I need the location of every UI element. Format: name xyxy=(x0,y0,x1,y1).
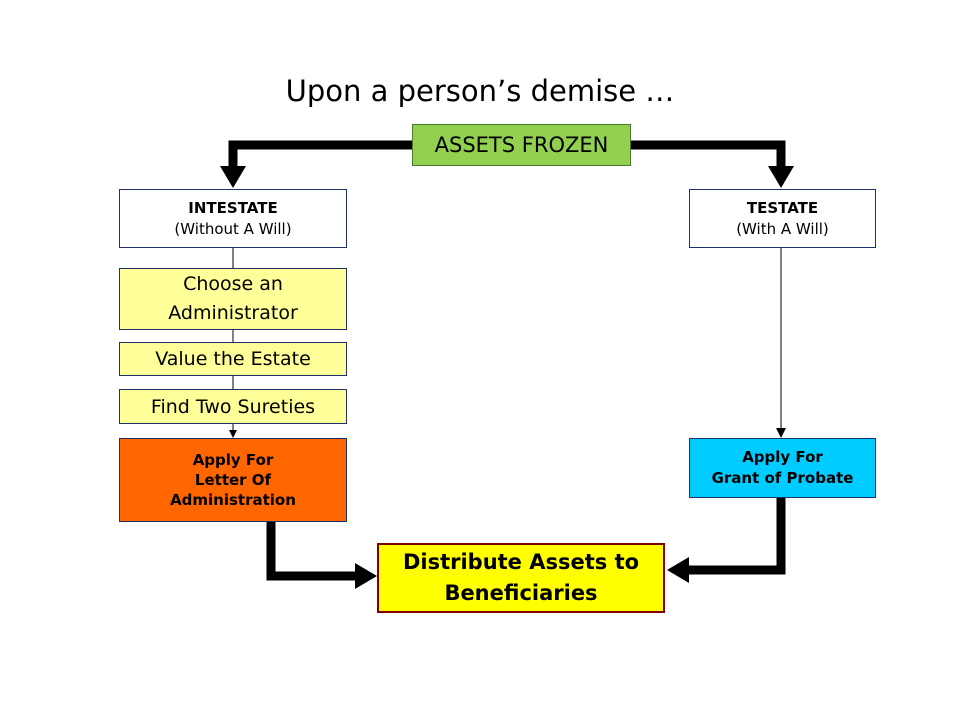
node-value-estate: Value the Estate xyxy=(119,342,347,376)
node-testate-sub: (With A Will) xyxy=(736,219,829,238)
node-intestate: INTESTATE (Without A Will) xyxy=(119,189,347,248)
node-letter-of-administration: Apply For Letter Of Administration xyxy=(119,438,347,522)
arrowhead-to-distribute-left xyxy=(355,563,377,589)
connector-letter-to-distribute xyxy=(266,522,357,581)
node-letter-line3: Administration xyxy=(170,491,296,509)
node-choose-line1: Choose an xyxy=(183,273,283,295)
node-testate-heading: TESTATE xyxy=(746,198,819,217)
node-intestate-sub: (Without A Will) xyxy=(174,219,292,238)
node-letter-line1: Apply For xyxy=(192,451,274,469)
node-find-sureties: Find Two Sureties xyxy=(119,389,347,424)
node-value-label: Value the Estate xyxy=(155,348,311,370)
page-title: Upon a person’s demise … xyxy=(285,74,675,108)
node-assets-frozen-label: ASSETS FROZEN xyxy=(434,133,609,157)
connector-frozen-to-testate xyxy=(631,140,786,168)
node-distribute-line2: Beneficiaries xyxy=(444,581,598,605)
node-probate-line2: Grant of Probate xyxy=(711,469,854,487)
node-distribute-assets: Distribute Assets to Beneficiaries xyxy=(377,543,665,613)
node-letter-line2: Letter Of xyxy=(194,471,272,489)
arrowhead-to-intestate xyxy=(220,166,246,188)
connector-probate-to-distribute xyxy=(687,498,786,575)
arrowhead-to-distribute-right xyxy=(667,557,689,583)
arrowhead-to-letter xyxy=(229,430,237,438)
arrowhead-to-testate xyxy=(768,166,794,188)
node-choose-administrator: Choose an Administrator xyxy=(119,268,347,330)
arrowhead-to-probate xyxy=(776,428,786,438)
node-probate-line1: Apply For xyxy=(742,448,823,466)
node-intestate-heading: INTESTATE xyxy=(188,198,278,217)
node-testate: TESTATE (With A Will) xyxy=(689,189,876,248)
connector-frozen-to-intestate xyxy=(228,140,412,168)
node-assets-frozen: ASSETS FROZEN xyxy=(412,124,631,166)
node-grant-of-probate: Apply For Grant of Probate xyxy=(689,438,876,498)
node-choose-line2: Administrator xyxy=(168,302,298,324)
node-distribute-line1: Distribute Assets to xyxy=(402,550,640,574)
node-sureties-label: Find Two Sureties xyxy=(150,395,316,418)
